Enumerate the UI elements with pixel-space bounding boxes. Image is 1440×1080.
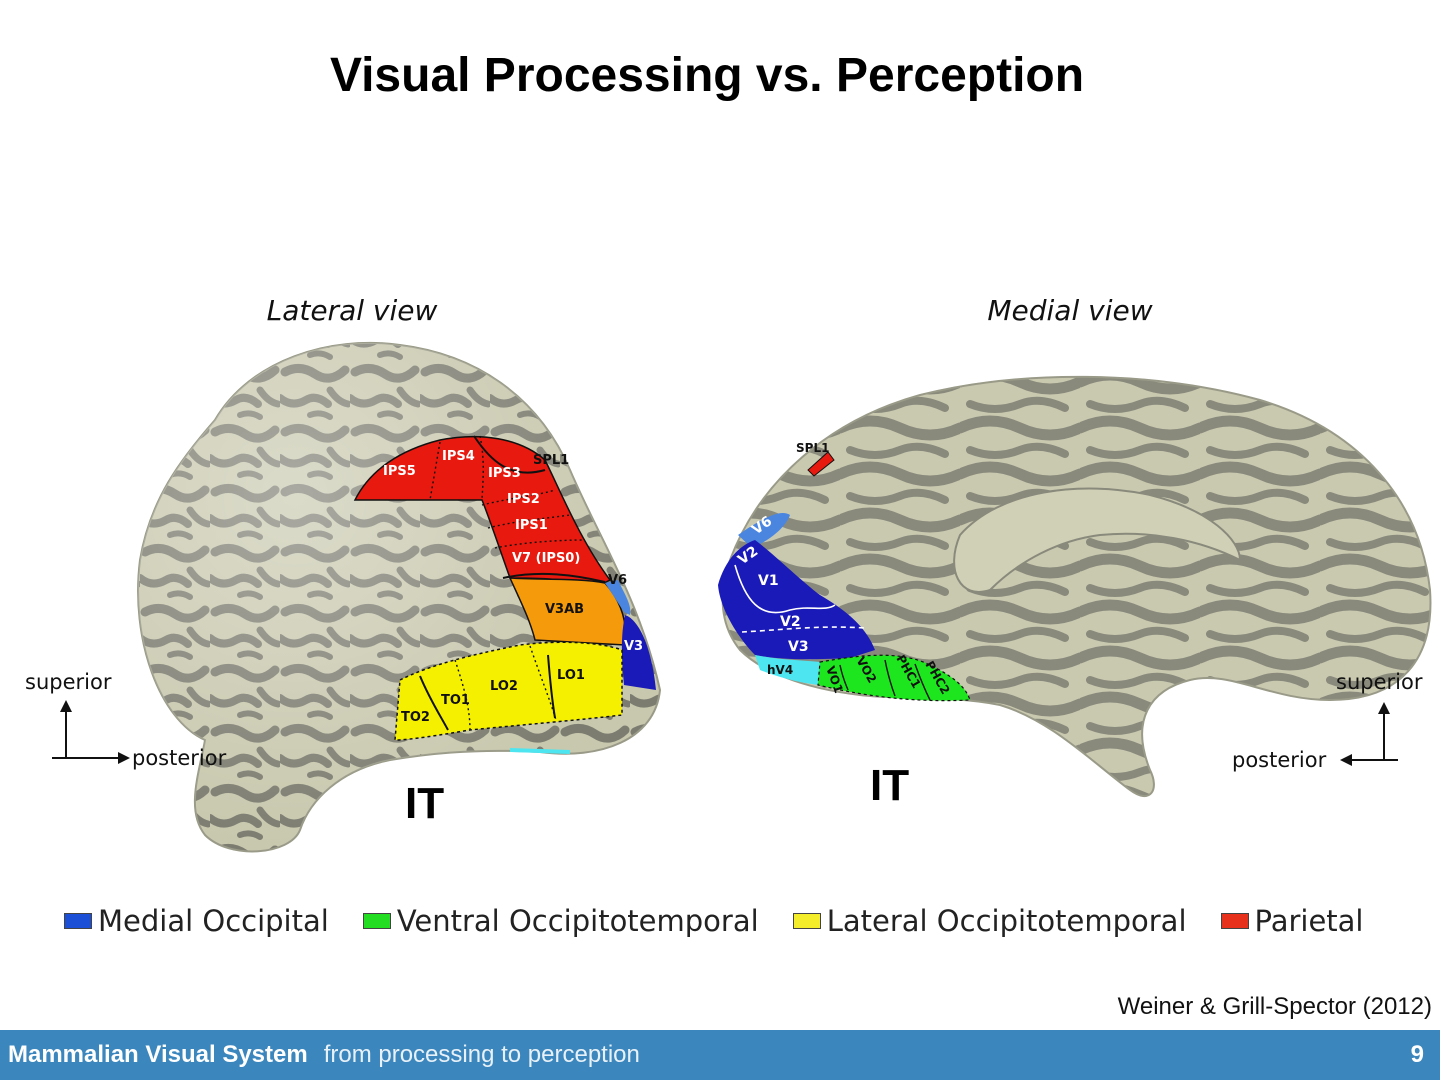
brain-figure: Lateral view Medial view: [25, 294, 1432, 853]
footer-subtitle: from processing to perception: [323, 1041, 640, 1068]
lateral-orientation-axis: superior posterior: [25, 670, 227, 770]
medial-it-label: IT: [870, 761, 909, 810]
lateral-label-to2: TO2: [401, 710, 430, 725]
region-legend: Medial Occipital Ventral Occipitotemporal…: [64, 900, 1404, 942]
legend-item: Medial Occipital: [64, 904, 329, 938]
medial-ventral-occipitotemporal-region: [817, 654, 971, 702]
lateral-label-lo1: LO1: [557, 668, 585, 683]
lateral-occipitotemporal-region: [394, 641, 623, 741]
citation: Weiner & Grill-Spector (2012): [1117, 993, 1432, 1020]
legend-swatch: [362, 913, 391, 929]
medial-label-v3: V3: [788, 639, 809, 655]
medial-spl1-region: [807, 451, 835, 477]
legend-swatch: [792, 913, 821, 929]
medial-axis-superior: superior: [1336, 670, 1423, 694]
lateral-axis-superior: superior: [25, 670, 112, 694]
page-number: 9: [1410, 1041, 1424, 1068]
lateral-v6-region: [605, 580, 631, 615]
lateral-label-ips3: IPS3: [488, 466, 521, 481]
medial-hemisphere: V6 V2 V1 V2 V3 SPL1 hV4 VO1 VO2 PHC1 PHC…: [718, 375, 1432, 797]
legend-swatch: [64, 913, 92, 929]
legend-label: Lateral Occipitotemporal: [826, 904, 1187, 938]
lateral-label-ips1: IPS1: [515, 518, 548, 533]
medial-corpus-callosum: [953, 487, 1242, 593]
lateral-v3ab-region: [508, 577, 627, 646]
medial-label-v1: V1: [758, 573, 779, 589]
lateral-label-to1: TO1: [441, 693, 470, 708]
medial-label-hv4: hV4: [767, 663, 793, 677]
lateral-label-ips5: IPS5: [383, 464, 416, 479]
medial-v6-region: [738, 512, 790, 548]
lateral-parietal-region: [353, 435, 612, 586]
lateral-label-v3ab: V3AB: [545, 602, 584, 617]
lateral-view-caption: Lateral view: [267, 294, 438, 327]
medial-view-caption: Medial view: [987, 294, 1152, 327]
medial-hv4-region: [755, 655, 820, 685]
lateral-label-v7: V7 (IPS0): [512, 551, 580, 566]
legend-item: Ventral Occipitotemporal: [362, 904, 759, 938]
footer-title: Mammalian Visual System: [8, 1041, 308, 1068]
legend-item: Lateral Occipitotemporal: [792, 904, 1187, 938]
legend-label: Ventral Occipitotemporal: [396, 904, 759, 938]
medial-label-v2-lower: V2: [780, 614, 801, 630]
lateral-label-ips2: IPS2: [507, 492, 540, 507]
lateral-label-v3: V3: [624, 639, 643, 654]
lateral-v3-region: [621, 615, 656, 690]
medial-orientation-axis: superior posterior: [1232, 670, 1423, 772]
lateral-it-label: IT: [405, 779, 444, 828]
legend-label: Parietal: [1254, 904, 1364, 938]
legend-label: Medial Occipital: [98, 904, 329, 938]
lateral-label-spl1: SPL1: [533, 453, 569, 468]
medial-occipital-region: [718, 540, 875, 660]
lateral-hemisphere: IPS5 IPS4 IPS3 IPS2 IPS1 V7 (IPS0) V3 SP…: [137, 341, 662, 853]
lateral-label-ips4: IPS4: [442, 449, 475, 464]
medial-label-spl1: SPL1: [796, 441, 829, 455]
lateral-label-lo2: LO2: [490, 679, 518, 694]
legend-swatch: [1220, 913, 1249, 929]
footer-bar: Mammalian Visual System from processing …: [0, 1030, 1440, 1080]
legend-item: Parietal: [1220, 904, 1364, 938]
lateral-label-v6: V6: [608, 573, 627, 588]
medial-cortex-surface: [721, 375, 1432, 797]
lateral-axis-posterior: posterior: [132, 746, 227, 770]
medial-axis-posterior: posterior: [1232, 748, 1327, 772]
slide-title: Visual Processing vs. Perception: [329, 49, 1085, 102]
